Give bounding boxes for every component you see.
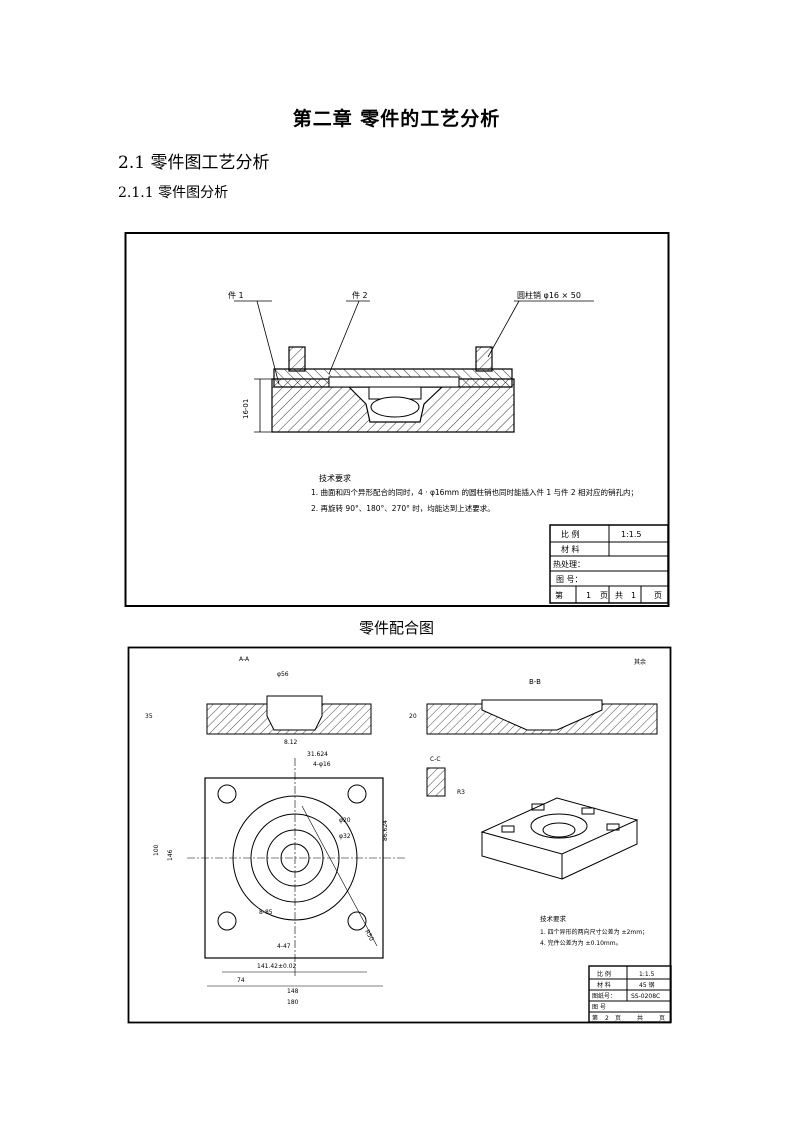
- tb2-total-unit: 页: [659, 1015, 665, 1022]
- dim-146: 146: [167, 849, 174, 861]
- dim-r50: R50: [363, 929, 375, 943]
- part1-label: 件 1: [228, 290, 244, 300]
- tech-req-title: 技术要求: [319, 473, 351, 483]
- part2-label: 件 2: [352, 290, 368, 300]
- tb1-scale-value: 1:1.5: [621, 530, 642, 539]
- tech-req-line1: 1. 曲面和四个异形配合的同时，4 · φ16mm 的圆柱销也同时能插入件 1 …: [311, 487, 638, 497]
- pin-right: [475, 346, 493, 372]
- dim-31624: 31.624: [307, 751, 328, 758]
- tb1-drawno-label: 图 号：: [556, 575, 583, 584]
- dim-180: 180: [287, 999, 299, 1006]
- dim-phi20: φ20: [339, 817, 351, 824]
- dim-aa: A-A: [239, 656, 250, 663]
- tb2-name-label: 图 号: [592, 1004, 606, 1011]
- dim-cc: C-C: [430, 756, 441, 763]
- assembly-drawing: 16-01 件 1 件 2 圆柱销 φ16 × 50 技术要求 1. 曲面和四个…: [124, 229, 670, 609]
- dim-812: 8.12: [284, 739, 298, 746]
- tb1-scale-label: 比 例: [561, 529, 580, 539]
- tb1-total-unit: 页: [654, 591, 662, 600]
- height-dim: 16-01: [242, 399, 250, 419]
- frame-border: [124, 232, 670, 607]
- dim-phi32: φ32: [339, 833, 351, 840]
- dim-74: 74: [237, 977, 245, 984]
- pin-label: 圆柱销 φ16 × 50: [517, 290, 581, 300]
- title-block-1: [549, 524, 669, 604]
- tb2-drawno-value: SS-0208C: [631, 993, 660, 1000]
- tb2-page-label: 第: [592, 1014, 598, 1022]
- tb2-drawno-label: 图纸号：: [592, 992, 616, 1000]
- section-title: 2.1 零件图工艺分析: [118, 153, 270, 173]
- figure-caption: 零件配合图: [358, 619, 434, 637]
- roughness-label: 其余: [634, 658, 646, 666]
- tb2-material-label: 材 料: [597, 981, 611, 989]
- dim-148: 148: [287, 988, 299, 995]
- dim-20: 20: [409, 713, 417, 720]
- tb2-total-label: 共: [637, 1014, 643, 1022]
- tb2-scale-value: 1:1.5: [639, 971, 655, 978]
- part-drawing-svg: A-A φ56 8.12 B-B 其余 20 C-C R3 74 141.42±…: [127, 646, 672, 1024]
- assembly-drawing-svg: 16-01 件 1 件 2 圆柱销 φ16 × 50 技术要求 1. 曲面和四个…: [124, 232, 670, 607]
- tb2-page-unit: 页: [615, 1015, 621, 1022]
- dim-4-phi16: 4-φ16: [313, 761, 331, 768]
- tb2-page-value: 2: [605, 1015, 609, 1022]
- tb2-scale-label: 比 例: [597, 970, 611, 978]
- isometric-view: [480, 797, 639, 880]
- pin-left: [288, 346, 306, 372]
- tech-req2-title: 技术要求: [540, 914, 567, 923]
- tb2-material-value: 45 钢: [639, 981, 655, 989]
- tb1-heat-label: 热处理：: [553, 559, 585, 569]
- dim-35: 35: [145, 713, 153, 720]
- tb1-total-value: 1: [631, 591, 636, 600]
- dim-8-85: 8-85: [259, 909, 273, 916]
- section-bb-label: B-B: [529, 678, 541, 686]
- title-block-2: [588, 965, 672, 1023]
- dim-141: 141.42±0.02: [257, 963, 297, 970]
- part-drawing: A-A φ56 8.12 B-B 其余 20 C-C R3 74 141.42±…: [127, 646, 672, 1024]
- dim-r3: R3: [457, 789, 465, 796]
- tech-req2-line1: 1. 四个异形的两向尺寸公差为 ±2mm；: [540, 928, 648, 936]
- tb1-page-unit: 页: [600, 591, 608, 600]
- dim-100: 100: [153, 844, 160, 856]
- chapter-title: 第二章 零件的工艺分析: [292, 108, 501, 130]
- tb1-material-label: 材 料: [561, 544, 580, 554]
- tb1-page-value: 1: [586, 591, 591, 600]
- subsection-title: 2.1.1 零件图分析: [118, 185, 229, 201]
- tech-req2-line2: 4. 完件公差为为 ±0.10mm。: [540, 939, 622, 947]
- dim-4-47: 4-47: [277, 943, 291, 950]
- frame-border-2: [127, 646, 672, 1024]
- tb1-page-label: 第: [555, 590, 563, 600]
- tb1-total-label: 共: [615, 591, 623, 600]
- dim-phi56: φ56: [277, 671, 289, 678]
- dim-86624: 86.624: [382, 820, 389, 841]
- tech-req-line2: 2. 再旋转 90°、180°、270° 时，均能达到上述要求。: [311, 503, 495, 513]
